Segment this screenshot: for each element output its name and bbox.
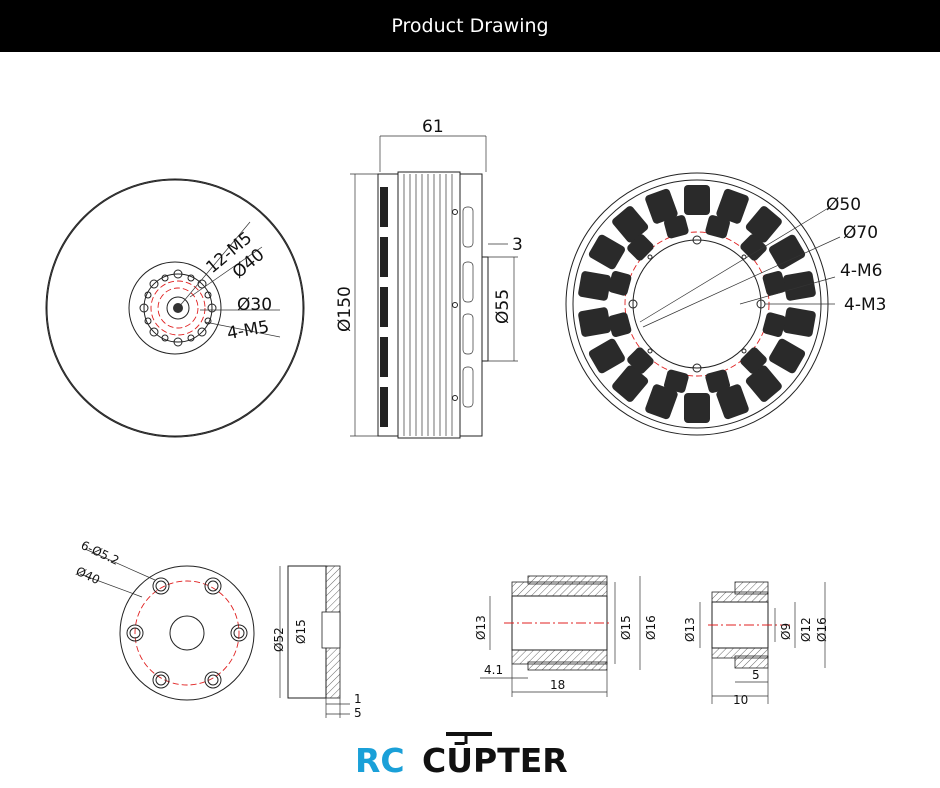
page-header: Product Drawing — [0, 0, 940, 52]
stator-slot — [762, 312, 786, 338]
label-width-61: 61 — [422, 117, 444, 137]
label-bs-d12: Ø12 — [799, 617, 813, 642]
stator-slot — [740, 347, 767, 374]
stator-slot — [588, 234, 625, 270]
stator-slot — [740, 234, 767, 261]
label-bs-len: 10 — [733, 693, 748, 707]
stator-slot — [705, 369, 731, 393]
stator-slot — [769, 234, 806, 270]
label-dia-150: Ø150 — [335, 286, 355, 332]
stator-slot — [745, 365, 782, 402]
stator-slot — [612, 206, 649, 243]
page-title: Product Drawing — [391, 15, 549, 37]
stator-slot — [684, 393, 710, 423]
stator-slot — [627, 234, 654, 261]
label-bs-d9: Ø9 — [779, 623, 793, 640]
label-flange-t5: 5 — [354, 706, 362, 720]
stator-slot — [645, 188, 678, 224]
stator-slot — [578, 271, 611, 301]
logo-copter-text: CŪPTER — [422, 740, 568, 780]
stator-slot — [769, 338, 806, 374]
stator-slot — [612, 365, 649, 402]
label-back-d50: Ø50 — [826, 195, 861, 215]
label-bs-lip: 5 — [752, 668, 760, 682]
stator-slot — [762, 270, 786, 296]
label-front-4-m5: 4-M5 — [225, 317, 270, 344]
label-flange-pcd: Ø40 — [74, 564, 102, 587]
stator-slot — [705, 215, 731, 239]
label-flange-d15: Ø15 — [294, 619, 308, 644]
label-front-d30: Ø30 — [237, 295, 272, 315]
label-bl-d16: Ø16 — [644, 615, 658, 640]
stator-slot — [716, 188, 749, 224]
back-view: Ø50 Ø70 4-M6 4-M3 — [565, 172, 886, 436]
label-bl-d13: Ø13 — [474, 615, 488, 640]
label-back-d70: Ø70 — [843, 223, 878, 243]
label-dia-55: Ø55 — [493, 289, 513, 324]
label-back-4-m6: 4-M6 — [840, 261, 882, 281]
flange-view: 6-Ø5.2 Ø40 Ø52 Ø15 1 5 — [74, 538, 362, 720]
bushing-large-view: Ø13 Ø15 Ø16 18 4.1 — [474, 575, 658, 697]
label-bl-len: 18 — [550, 678, 565, 692]
stator-slot — [578, 307, 611, 337]
label-bl-lip: 4.1 — [484, 663, 503, 677]
label-back-4-m3: 4-M3 — [844, 295, 886, 315]
rc-copter-logo: RC CŪPTER — [355, 732, 568, 780]
label-bs-d16: Ø16 — [815, 617, 829, 642]
product-drawing: 12-M5 Ø40 Ø30 4-M5 61 Ø150 — [45, 117, 886, 780]
stator-slot — [645, 384, 678, 420]
stator-slot — [627, 347, 654, 374]
stator-slot — [663, 215, 689, 239]
stator-slot — [783, 307, 816, 337]
stator-slot — [663, 369, 689, 393]
label-flange-t1: 1 — [354, 692, 362, 706]
bushing-small-view: Ø13 Ø9 Ø12 Ø16 10 5 — [683, 581, 829, 707]
label-bl-d15: Ø15 — [619, 615, 633, 640]
side-view: 61 Ø150 3 Ø55 — [335, 117, 523, 439]
label-bs-d13: Ø13 — [683, 617, 697, 642]
logo-rc-text: RC — [355, 741, 405, 780]
stator-slot — [608, 270, 632, 296]
label-gap-3: 3 — [512, 235, 523, 255]
stator-slot — [588, 338, 625, 374]
stator-slot — [745, 206, 782, 243]
stator-slot — [608, 312, 632, 338]
label-flange-holes: 6-Ø5.2 — [79, 538, 122, 568]
stator-slot — [684, 185, 710, 215]
front-view: 12-M5 Ø40 Ø30 4-M5 — [45, 178, 305, 438]
stator-slot — [783, 271, 816, 301]
stator-slot — [716, 384, 749, 420]
label-flange-d52: Ø52 — [272, 627, 286, 652]
